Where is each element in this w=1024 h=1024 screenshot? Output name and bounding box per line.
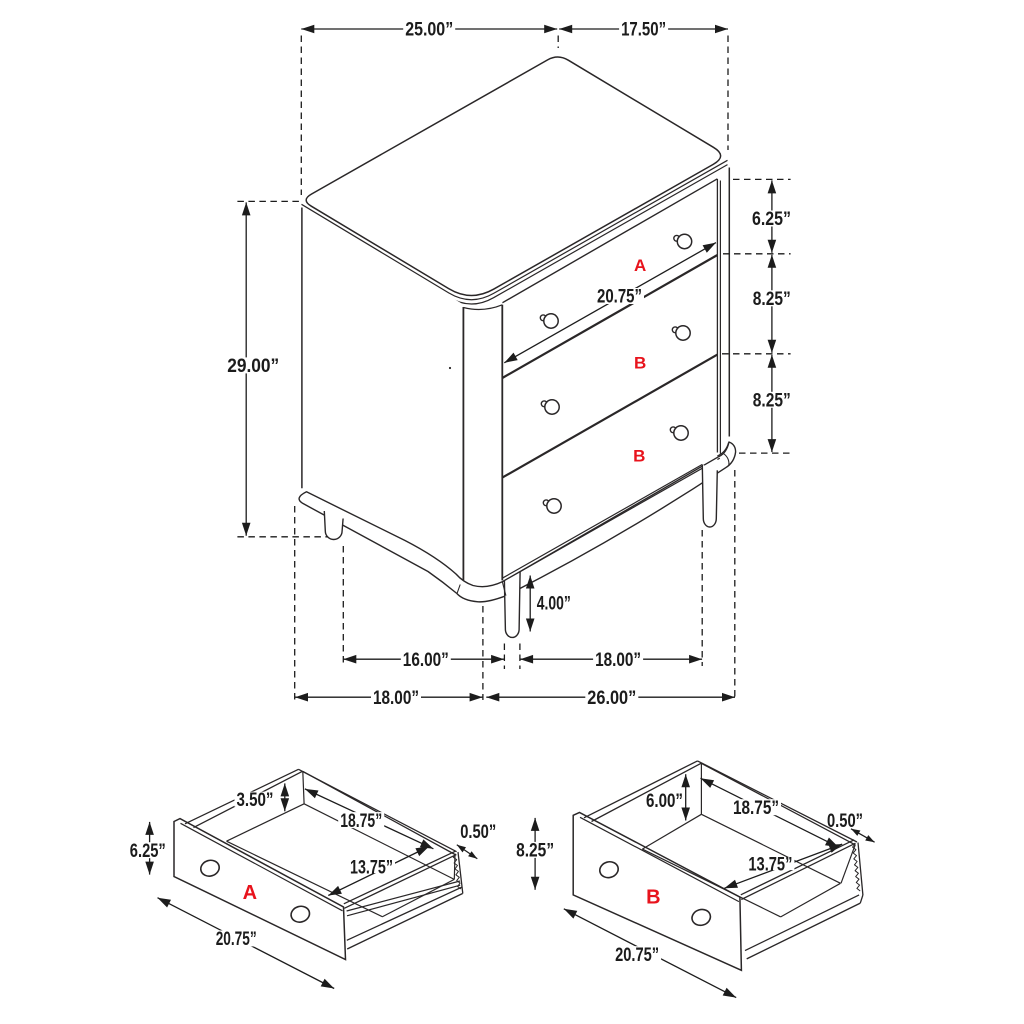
svg-text:6.00”: 6.00” bbox=[646, 791, 683, 812]
svg-text:8.25”: 8.25” bbox=[753, 391, 791, 412]
svg-text:B: B bbox=[634, 354, 646, 373]
svg-text:20.75”: 20.75” bbox=[216, 929, 257, 950]
svg-text:17.50”: 17.50” bbox=[621, 20, 666, 41]
svg-text:13.75”: 13.75” bbox=[748, 854, 792, 875]
svg-text:4.00”: 4.00” bbox=[537, 594, 571, 615]
svg-text:26.00”: 26.00” bbox=[587, 688, 636, 709]
svg-text:16.00”: 16.00” bbox=[403, 650, 449, 671]
svg-text:18.75”: 18.75” bbox=[340, 811, 382, 832]
svg-text:18.75”: 18.75” bbox=[733, 798, 779, 819]
svg-text:20.75”: 20.75” bbox=[615, 945, 659, 966]
svg-text:13.75”: 13.75” bbox=[350, 857, 393, 878]
svg-text:8.25”: 8.25” bbox=[516, 841, 554, 862]
svg-text:6.25”: 6.25” bbox=[752, 209, 791, 230]
svg-text:8.25”: 8.25” bbox=[753, 289, 791, 310]
svg-text:18.00”: 18.00” bbox=[373, 688, 419, 709]
svg-text:6.25”: 6.25” bbox=[130, 841, 166, 862]
svg-text:3.50”: 3.50” bbox=[237, 790, 274, 811]
svg-text:0.50”: 0.50” bbox=[827, 811, 863, 832]
svg-text:A: A bbox=[634, 256, 646, 275]
svg-text:25.00”: 25.00” bbox=[405, 20, 453, 41]
svg-text:18.00”: 18.00” bbox=[595, 650, 641, 671]
svg-text:B: B bbox=[633, 446, 645, 465]
svg-text:20.75”: 20.75” bbox=[597, 287, 642, 308]
svg-text:A: A bbox=[243, 882, 257, 904]
svg-text:0.50”: 0.50” bbox=[460, 822, 496, 843]
svg-text:29.00”: 29.00” bbox=[227, 356, 279, 377]
svg-text:B: B bbox=[646, 886, 660, 908]
